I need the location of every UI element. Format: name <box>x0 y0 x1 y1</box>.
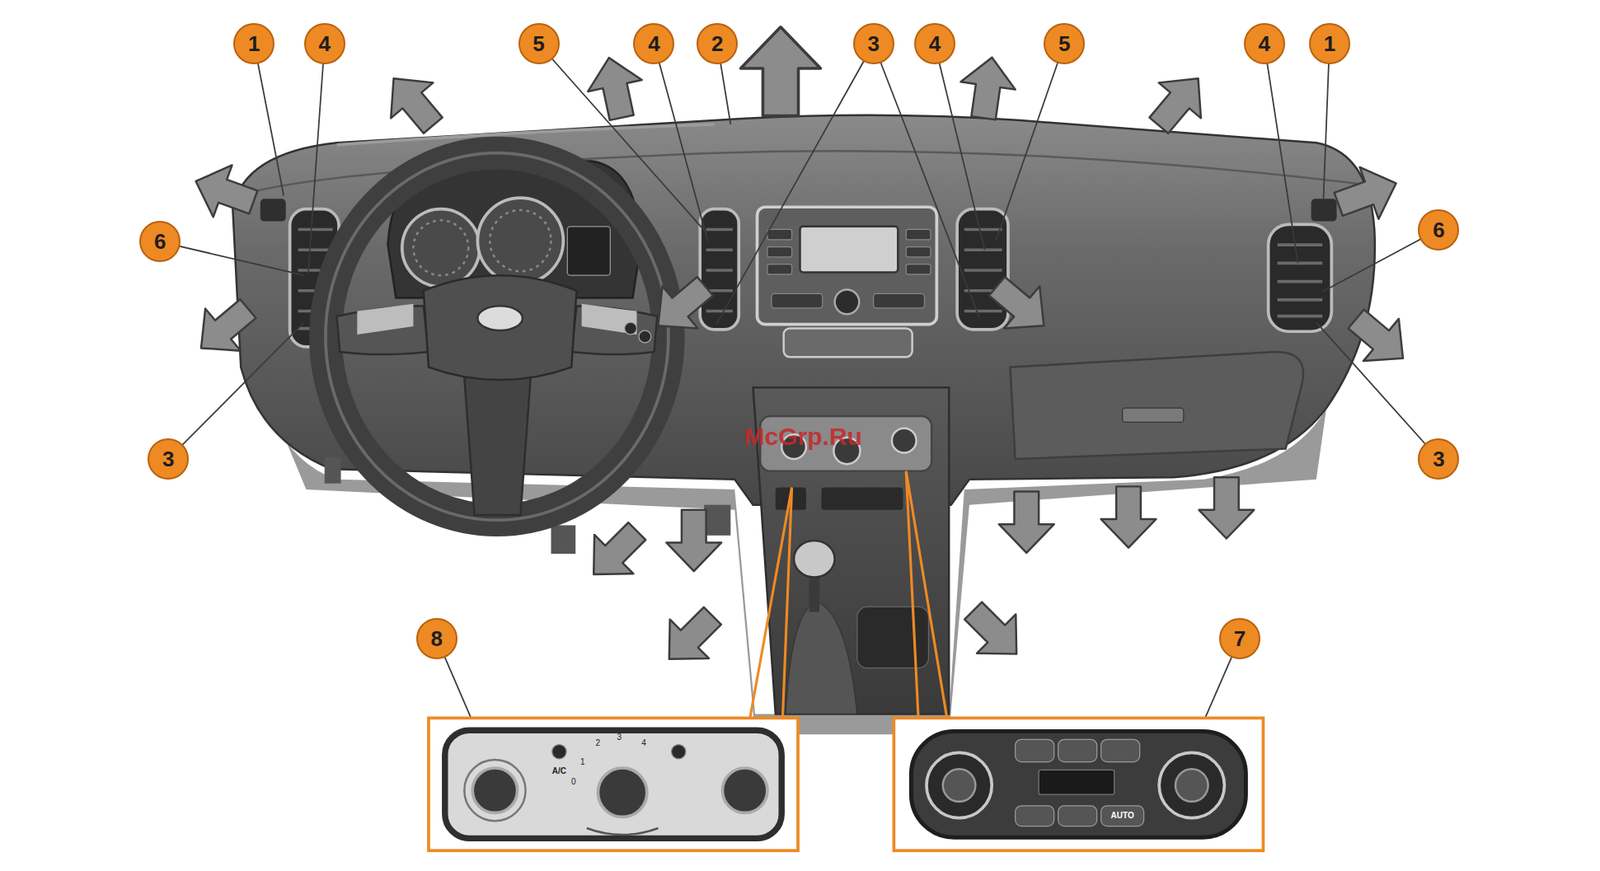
callout-text: 3 <box>162 448 174 470</box>
callout-text: 2 <box>711 32 723 55</box>
callout-text: 3 <box>867 32 879 55</box>
steering-wheel-rim <box>325 153 669 521</box>
gear-boot <box>785 601 858 714</box>
glovebox <box>1009 351 1303 460</box>
pedal <box>551 525 577 554</box>
fan-knob <box>1158 752 1225 818</box>
callout-number: 1 <box>1309 23 1351 65</box>
side-vent <box>1311 198 1338 221</box>
callout-number: 4 <box>1243 23 1286 65</box>
callout-number: 6 <box>1417 209 1460 251</box>
callout-text: 5 <box>532 32 545 55</box>
knob-cap <box>1175 769 1209 803</box>
knob-ring <box>464 760 526 822</box>
inset-frame <box>428 717 798 851</box>
panel-marking: 0 <box>571 778 577 787</box>
panel-marking: A/C <box>552 767 567 776</box>
glovebox-handle <box>1122 408 1184 423</box>
knob-cap <box>943 769 976 803</box>
cup-holder <box>857 606 930 668</box>
callout-number: 8 <box>416 618 458 660</box>
cluster-display <box>567 226 610 276</box>
callout-text: 7 <box>1234 628 1246 650</box>
panel-marking: 1 <box>580 758 586 767</box>
ac-button <box>552 745 567 760</box>
callout-text: 4 <box>318 32 330 55</box>
fan-scale <box>586 828 659 836</box>
callout-number: 5 <box>518 23 560 65</box>
hazard-strip <box>783 328 913 358</box>
callout-number: 2 <box>696 23 738 65</box>
callout-number: 5 <box>1043 23 1085 65</box>
gauge-scale <box>412 220 469 276</box>
climate-control-panel <box>445 730 782 839</box>
wheel-button <box>638 330 652 343</box>
callout-text: 3 <box>1432 448 1445 470</box>
callout-number: 4 <box>304 23 346 65</box>
vent-slats <box>1277 244 1323 317</box>
callout-text: 5 <box>1058 32 1070 55</box>
panel-marking: 3 <box>617 733 623 742</box>
callout-text: 4 <box>1258 32 1271 55</box>
air-vent <box>1268 224 1333 332</box>
inset-frame <box>893 717 1263 851</box>
callout-number: 3 <box>853 23 895 65</box>
callout-number: 4 <box>914 23 956 65</box>
airbag-hub <box>423 275 578 381</box>
callout-number: 7 <box>1219 618 1261 660</box>
callout-number: 6 <box>139 220 181 263</box>
panel-marking: AUTO <box>1111 811 1135 821</box>
recirc-button <box>671 745 686 760</box>
panel-buttons <box>1015 739 1145 826</box>
logo-badge <box>477 305 522 331</box>
callout-text: 6 <box>154 230 166 253</box>
spoke-trim <box>581 304 638 335</box>
pedal <box>703 505 731 536</box>
mode-knob <box>722 768 767 813</box>
air-vent <box>699 209 739 330</box>
gear-knob <box>793 540 836 578</box>
callout-number: 4 <box>633 23 675 65</box>
callout-text: 4 <box>647 32 660 55</box>
callout-number: 3 <box>147 438 189 480</box>
radio-display <box>800 226 899 273</box>
climate-knob <box>891 428 917 454</box>
rim-highlight <box>325 153 669 521</box>
callout-text: 8 <box>431 628 443 650</box>
console-tray <box>821 487 903 511</box>
gauge-scale <box>489 210 551 272</box>
callout-number: 3 <box>1417 438 1460 480</box>
temperature-knob <box>472 768 517 813</box>
panel-marking: 4 <box>641 739 647 748</box>
leader-lines <box>159 43 1439 732</box>
callout-text: 6 <box>1432 219 1445 241</box>
spoke-trim <box>356 304 413 335</box>
wheel-button <box>624 322 638 335</box>
side-vent <box>260 198 287 221</box>
panel-marking: 2 <box>595 739 601 748</box>
inset-pointer <box>750 471 948 719</box>
callout-text: 1 <box>248 32 260 55</box>
callout-number: 1 <box>233 23 275 65</box>
gauge <box>402 209 480 287</box>
callout-text: 1 <box>1323 32 1336 55</box>
wheel-spoke <box>464 377 531 516</box>
gauge <box>477 197 564 284</box>
radio-knob <box>835 290 860 315</box>
callout-text: 4 <box>929 32 941 55</box>
watermark: McGrp.Ru <box>744 424 863 450</box>
fan-knob <box>597 768 647 817</box>
climate-control-panel <box>910 731 1246 838</box>
pedal <box>324 456 342 484</box>
temperature-knob <box>926 752 992 818</box>
climate-display <box>1038 769 1115 795</box>
radio-unit <box>757 206 938 324</box>
airflow-arrows <box>183 27 1422 680</box>
